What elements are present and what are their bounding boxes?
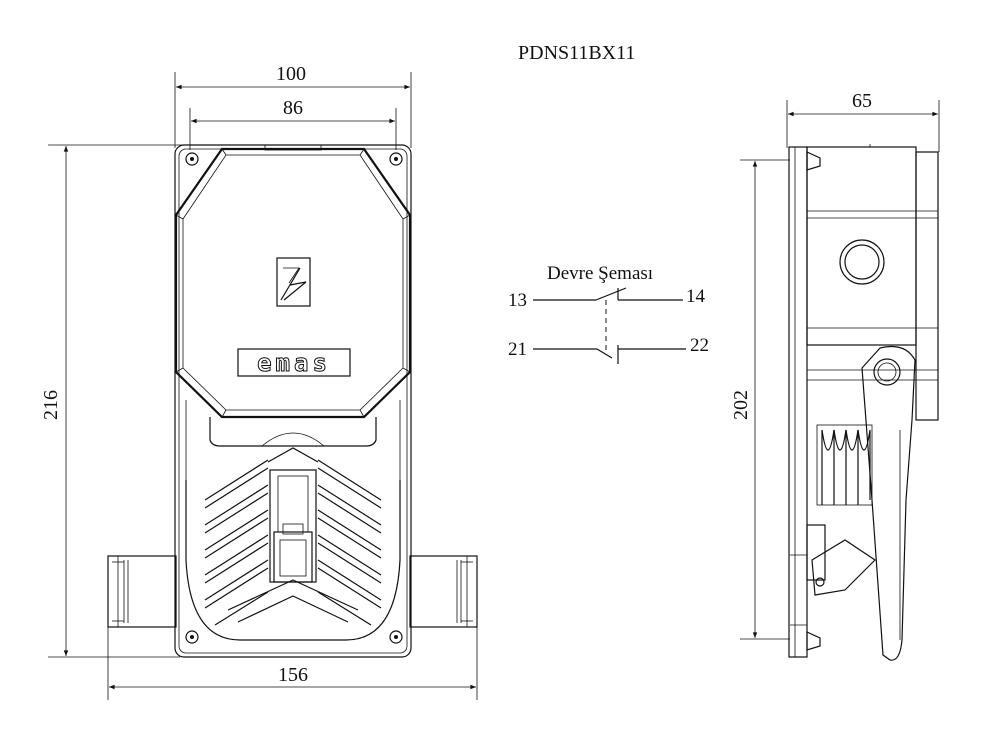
- right-base-tube: [409, 555, 478, 628]
- dimension-width-outer: 100: [174, 63, 412, 148]
- latch-side: [790, 524, 876, 626]
- dimension-width-inner: 86: [189, 97, 397, 150]
- cover-octagon: [174, 147, 412, 419]
- model-code-label: PDNS11BX11: [518, 42, 635, 64]
- side-view: 65 202: [730, 90, 940, 661]
- pedal: [185, 447, 401, 641]
- left-base-tube: [107, 555, 177, 628]
- cable-gland-icon: [839, 239, 885, 285]
- brand-logo-icon: [276, 257, 311, 307]
- dimension-depth: 65: [786, 90, 940, 152]
- terminal-21-label: 21: [508, 339, 527, 360]
- dimension-65-label: 65: [852, 90, 872, 112]
- pedal-lever: [861, 345, 916, 661]
- terminal-22-label: 22: [690, 335, 709, 356]
- brand-wordmark: emas: [237, 348, 351, 378]
- terminal-14-label: 14: [686, 286, 706, 307]
- dimension-216-label: 216: [40, 390, 62, 420]
- circuit-diagram: Devre Şeması 13 14 21 22: [508, 263, 709, 364]
- spring-icon: [816, 424, 873, 506]
- dimension-202-label: 202: [730, 390, 752, 420]
- dimension-base-width: 156: [107, 600, 478, 700]
- dimension-side-height: 202: [730, 159, 790, 640]
- terminal-13-label: 13: [508, 290, 527, 311]
- front-view: 100 86 216 156: [40, 63, 478, 700]
- dimension-height: 216: [40, 144, 190, 658]
- brand-wordmark-text: emas: [257, 349, 331, 377]
- mounting-hole-icon: [185, 152, 403, 644]
- dimension-100-label: 100: [276, 63, 306, 85]
- no-contact: 13 14: [508, 286, 706, 311]
- dimension-86-label: 86: [283, 97, 303, 119]
- circuit-title: Devre Şeması: [547, 263, 653, 284]
- dimension-156-label: 156: [278, 664, 308, 686]
- housing-side: [806, 146, 917, 346]
- nc-contact: 21 22: [508, 335, 709, 364]
